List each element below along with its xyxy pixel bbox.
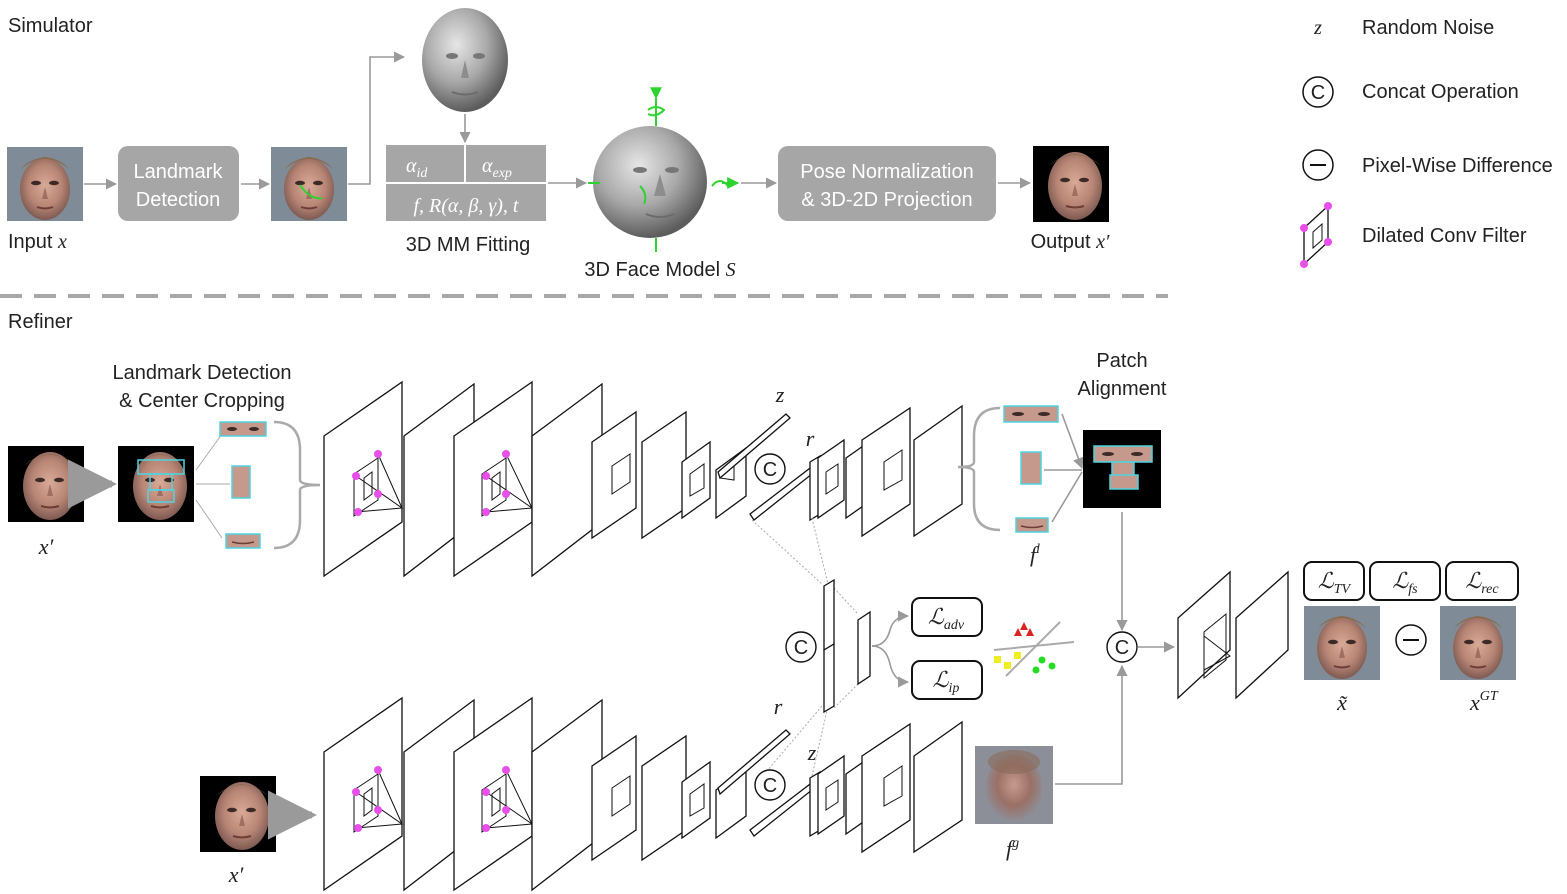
r-bottom-label: r (774, 694, 783, 719)
concat-circle-icon (1302, 76, 1334, 108)
svg-text:C: C (1115, 637, 1129, 659)
refiner-input-face (7, 445, 85, 523)
patch-alignment-line1: Patch (1096, 350, 1147, 372)
x-tilde-label: x̃ (1336, 690, 1347, 715)
legend: z Random Noise C Concat Operation Pixel-… (1300, 17, 1553, 268)
local-encoder-network (323, 380, 791, 578)
landmark-detection-line2: Detection (136, 189, 221, 211)
input-label: Input x (8, 231, 67, 253)
svg-text:f, R(α, β, γ), t: f, R(α, β, γ), t (414, 195, 519, 217)
svg-text:ℒTV: ℒTV (1318, 568, 1352, 597)
decoded-brace (957, 406, 1001, 532)
svg-text:C: C (763, 459, 777, 481)
section-title-refiner: Refiner (8, 311, 73, 333)
loss-rec-box (1445, 561, 1519, 601)
legend-random-noise: Random Noise (1362, 17, 1494, 39)
svg-text:ℒfs: ℒfs (1392, 568, 1418, 597)
concat-bottom (754, 769, 786, 801)
gray-head-model (422, 8, 508, 112)
svg-text:ℒrec: ℒrec (1465, 568, 1499, 597)
loss-ip-box (911, 660, 983, 700)
global-input-label: x′ (228, 862, 245, 887)
svg-text:C: C (763, 775, 777, 797)
svg-text:αexp: αexp (482, 155, 512, 181)
decoded-nose-patch (1020, 451, 1042, 485)
output-label: Output x′ (1031, 231, 1110, 253)
legend-dilated: Dilated Conv Filter (1362, 225, 1527, 247)
fusion-feature-vector (823, 578, 871, 714)
concat-middle (785, 631, 817, 663)
loss-fs-box (1369, 561, 1441, 601)
global-input-face (199, 775, 277, 853)
x-gt-label: xGT (1469, 689, 1499, 715)
f-local-label: fl (1030, 542, 1040, 567)
landmark-detection-box (118, 146, 239, 221)
svg-text:C: C (1311, 82, 1325, 104)
concat-right (1106, 631, 1138, 663)
classification-scatter-icon (993, 621, 1075, 677)
3d-face-model-label: 3D Face Model S (584, 259, 735, 281)
f-global-label: fg (1006, 836, 1019, 861)
global-decoder-network (809, 720, 963, 854)
eye-patch (219, 421, 267, 437)
legend-z-symbol: z (1313, 17, 1322, 39)
nose-patch (231, 465, 251, 499)
decoded-mouth-patch (1015, 517, 1049, 533)
svg-text:ℒip: ℒip (933, 667, 960, 696)
final-refiner-network (1177, 570, 1289, 700)
ground-truth-face-image (1439, 605, 1517, 681)
output-face-image (1032, 145, 1110, 223)
z-top-label: z (775, 382, 785, 407)
landmark-crop-line1: Landmark Detection (113, 362, 292, 384)
input-face-image (6, 146, 84, 222)
global-encoder-network (323, 696, 791, 892)
3dmm-parameters-table: αid αexp f, R(α, β, γ), t (386, 145, 546, 221)
decoded-eye-patch (1003, 405, 1059, 423)
3d-face-model-head (588, 87, 740, 252)
svg-text:ℒadv: ℒadv (928, 604, 965, 633)
landmark-detection-line1: Landmark (134, 161, 224, 183)
dilated-filter-icon (1300, 202, 1332, 268)
patch-alignment-line2: Alignment (1078, 378, 1167, 400)
svg-text:αid: αid (406, 155, 428, 181)
concat-top (754, 453, 786, 485)
z-bottom-label: z (807, 740, 817, 765)
loss-tv-box (1303, 561, 1365, 601)
svg-text:C: C (794, 637, 808, 659)
legend-pixel-diff: Pixel-Wise Difference (1362, 155, 1553, 177)
refiner-input-label: x′ (38, 534, 55, 559)
pose-normalization-box (778, 146, 996, 221)
pose-normalization-line1: Pose Normalization (800, 161, 973, 183)
r-top-label: r (806, 426, 815, 451)
legend-concat: Concat Operation (1362, 81, 1519, 103)
mouth-patch (225, 533, 261, 549)
pose-normalization-line2: & 3D-2D Projection (801, 189, 972, 211)
global-blurred-face (975, 746, 1053, 824)
local-decoder-network (809, 404, 963, 538)
landmarked-face-image (270, 146, 348, 222)
loss-adv-box (911, 597, 983, 637)
refined-face-image (1303, 605, 1381, 681)
cropped-face-with-boxes (117, 445, 195, 523)
local-brace (273, 420, 321, 550)
3dmm-fitting-label: 3D MM Fitting (406, 234, 530, 256)
aligned-patches-image (1083, 430, 1161, 508)
section-title-simulator: Simulator (8, 15, 93, 37)
landmark-crop-line2: & Center Cropping (119, 390, 285, 412)
